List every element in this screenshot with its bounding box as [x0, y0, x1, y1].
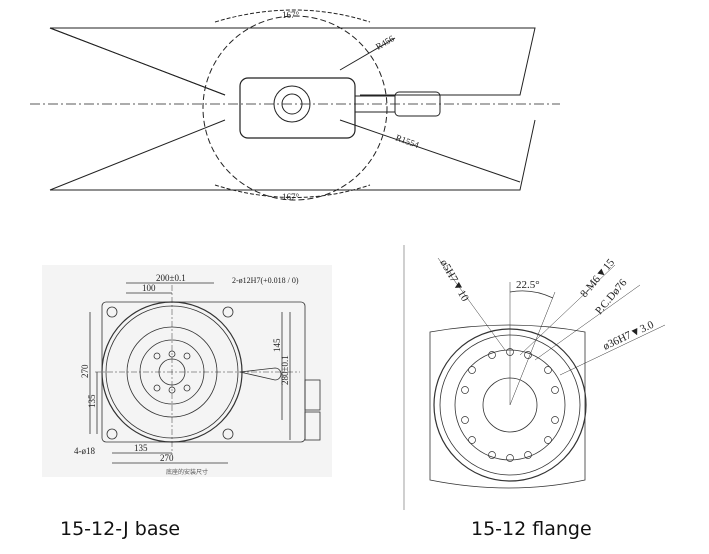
base-caption-cn: 底座的安装尺寸	[166, 468, 208, 476]
base-title: 15-12-J base	[60, 518, 181, 540]
pin-hole-label: 2-ø12H7(+0.018 / 0)	[232, 276, 299, 285]
dim-200: 200±0.1	[156, 273, 186, 283]
dim-135-vertical: 135	[87, 394, 97, 408]
pin-label: ø5H7▼10	[437, 258, 471, 305]
radius-outer-label: R1554	[394, 132, 420, 150]
flange-title: 15-12 flange	[471, 518, 592, 540]
dim-100: 100	[142, 283, 156, 293]
robot-top-view	[30, 9, 560, 201]
angle-bottom-label: 167°	[282, 192, 300, 202]
dim-280: 280±0.1	[280, 355, 290, 385]
bore-label: ø36H7▼3.0	[601, 319, 656, 353]
dim-135-horizontal: 135	[134, 443, 148, 453]
holes-label: 4-ø18	[74, 446, 95, 456]
dim-145: 145	[272, 338, 282, 352]
flange-drawing	[429, 257, 666, 489]
angle-top-label: 167°	[282, 10, 300, 20]
angle-label: 22.5°	[516, 279, 540, 291]
dim-270-horizontal: 270	[160, 453, 174, 463]
radius-inner-label: R456	[374, 33, 396, 52]
dim-270-vertical: 270	[80, 364, 90, 378]
base-drawing	[89, 282, 321, 464]
